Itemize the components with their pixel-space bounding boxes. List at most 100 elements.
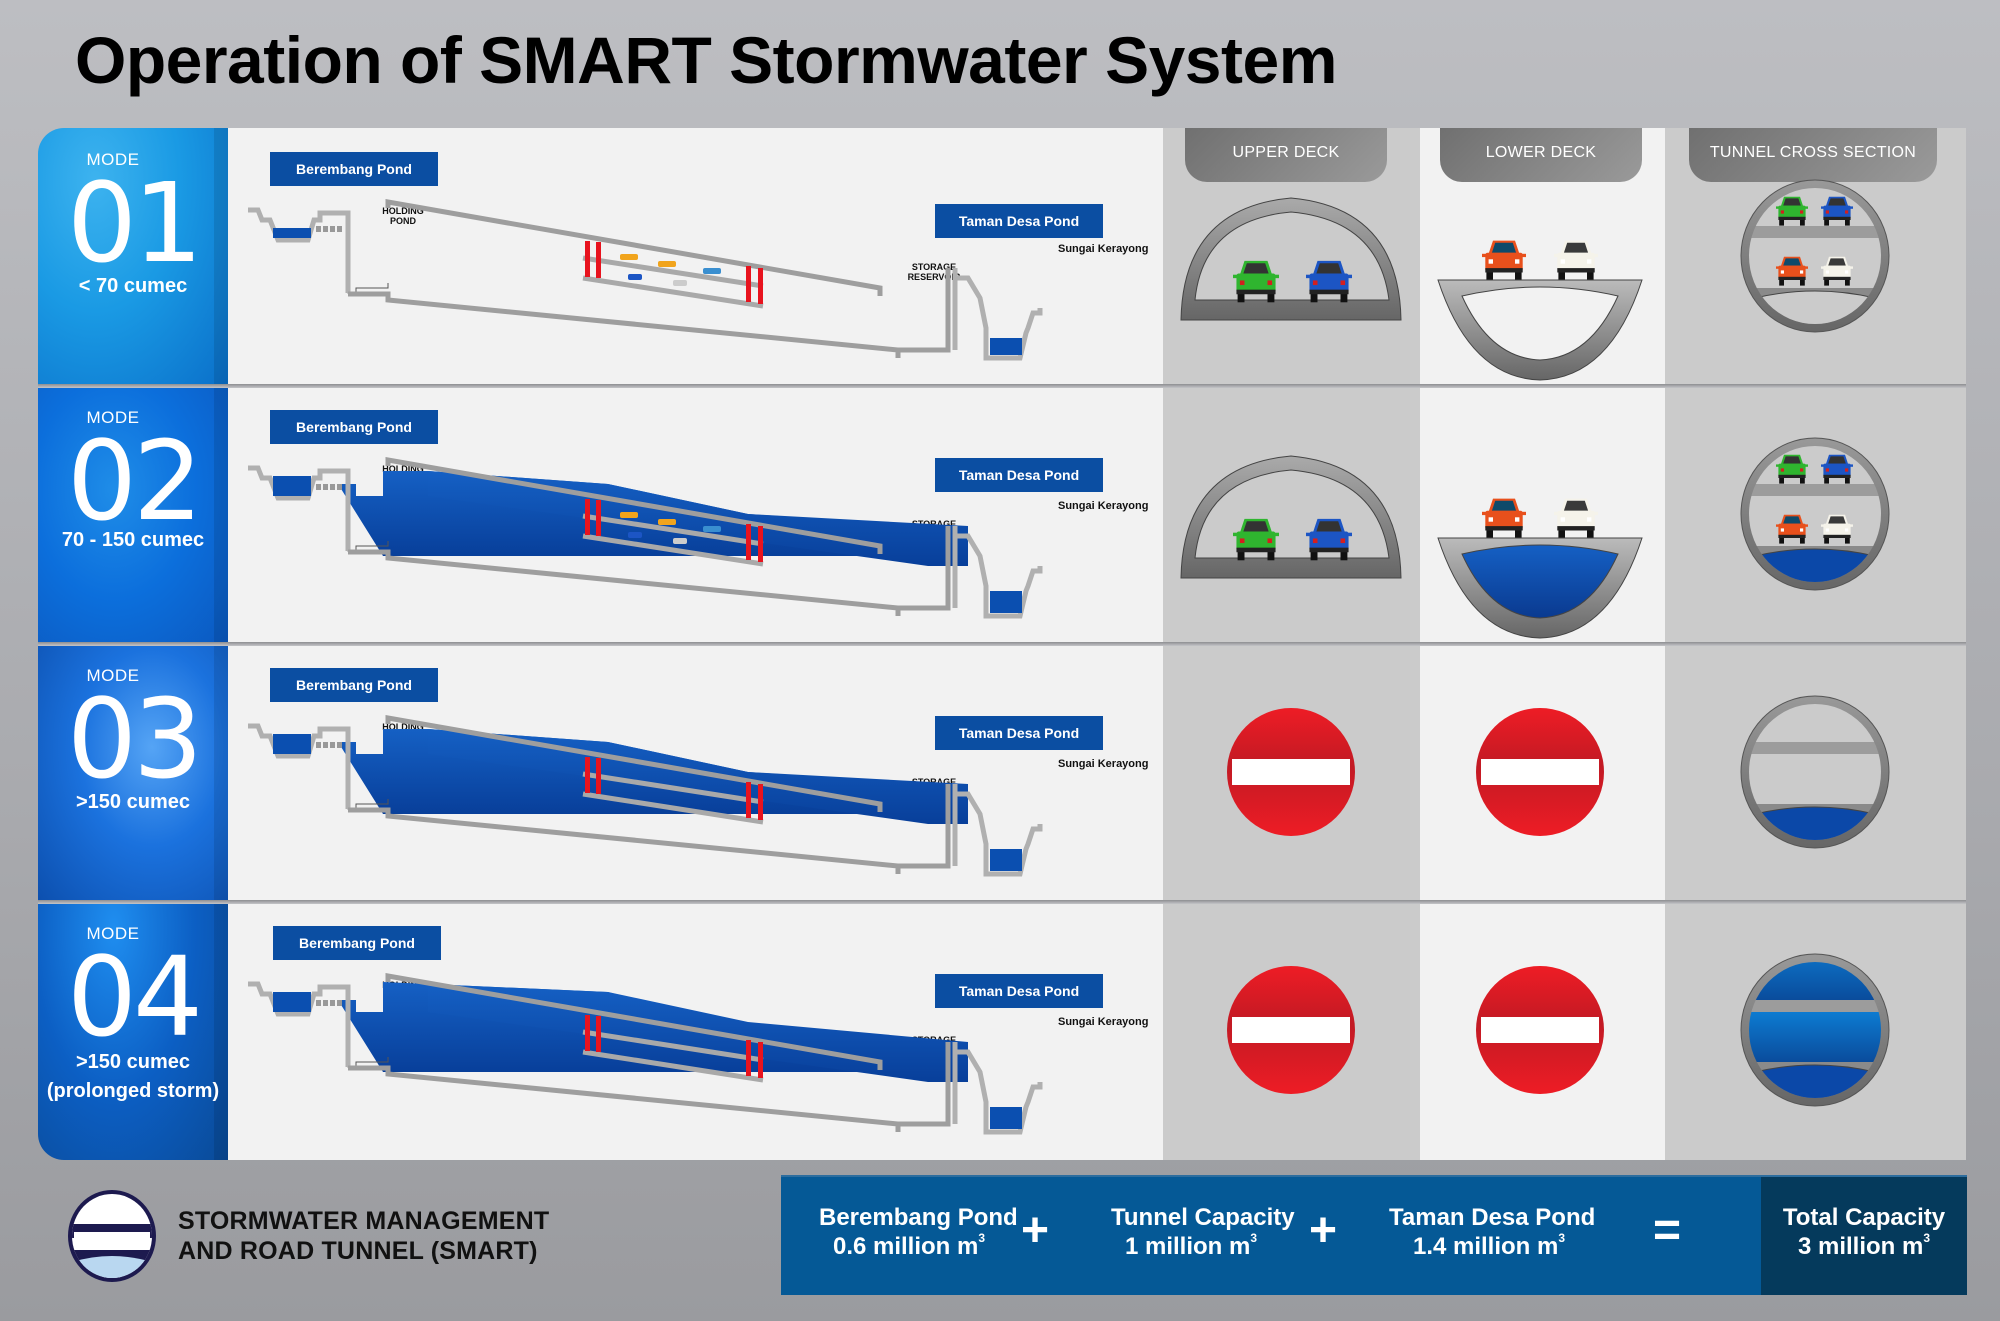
no-entry-sign-icon (1476, 966, 1604, 1094)
capacity-item-name: Taman Desa Pond (1389, 1204, 1596, 1231)
upper-deck-cell (1180, 455, 1402, 579)
capacity-total-text: Total Capacity 3 million m3 (1761, 1203, 1967, 1261)
mode-badge: MODE 01 < 70 cumec (38, 128, 228, 386)
taman-desa-pond-label: Taman Desa Pond (935, 204, 1103, 238)
mode-number: 01 (67, 159, 203, 287)
capacity-total-name: Total Capacity (1782, 1204, 1946, 1231)
upper-deck-illustration (1180, 455, 1402, 579)
unit-superscript: 3 (978, 1231, 986, 1245)
label-line: RESERVOIR (907, 272, 961, 282)
car-icon (1482, 498, 1526, 539)
flow-note-text: (prolonged storm) (46, 1080, 220, 1102)
berembang-pond-label: Berembang Pond (270, 668, 438, 702)
mode-row-04: MODE 04 >150 cumec (prolonged storm) Ber… (38, 902, 1966, 1160)
row-divider (38, 900, 1966, 904)
tunnel-traffic (620, 512, 721, 544)
unit-superscript: 3 (1923, 1231, 1931, 1245)
mode-label: MODE (86, 924, 140, 943)
lower-deck-cell (1476, 966, 1604, 1094)
car-icon (1233, 260, 1279, 303)
tunnel-profile-svg (248, 199, 1043, 361)
tunnel-profile-diagram: Berembang Pond HOLDING POND Taman Desa P… (228, 386, 1163, 644)
header-tunnel-cross-section: TUNNEL CROSS SECTION (1689, 128, 1937, 182)
capacity-item-value: 1 million m (1124, 1233, 1251, 1260)
row-divider (38, 642, 1966, 646)
berembang-pond-structure (248, 981, 389, 1068)
header-lower-deck: LOWER DECK (1440, 128, 1642, 182)
upper-deck-cell (1227, 966, 1355, 1094)
mode-row-02: MODE 02 70 - 150 cumec Berembang Pond HO… (38, 386, 1966, 644)
header-upper-deck: UPPER DECK (1185, 128, 1387, 182)
no-entry-sign-icon (1476, 708, 1604, 836)
equals-sign: = (1653, 1204, 1682, 1257)
mode-flow-rate: 70 - 150 cumec (38, 526, 228, 555)
label-line: HOLDING (382, 464, 424, 474)
tunnel-cross-section-illustration (1740, 437, 1890, 591)
taman-desa-pond-structure (952, 268, 1043, 361)
river-label: Sungai Kerayong (1058, 500, 1149, 512)
road-decks (582, 1015, 764, 1083)
tunnel-floor (348, 784, 951, 874)
flow-rate-text: >150 cumec (76, 1051, 190, 1073)
mode-flow-rate: < 70 cumec (38, 272, 228, 301)
mode-number: 02 (67, 417, 203, 545)
tunnel-cross-section-illustration (1740, 953, 1890, 1107)
capacity-taman-desa: Taman Desa Pond 1.4 million m3 (1389, 1203, 1596, 1261)
upper-deck-cell (1227, 708, 1355, 836)
capacity-item-value: 0.6 million m (832, 1233, 979, 1260)
mode-label: MODE (86, 408, 140, 427)
capacity-item-name: Tunnel Capacity (1111, 1204, 1295, 1231)
mode-row-03: MODE 03 >150 cumec Berembang Pond HOLDIN… (38, 644, 1966, 902)
car-icon (1306, 518, 1352, 561)
tunnel-profile-svg (248, 715, 1043, 877)
car-icon (1821, 256, 1853, 286)
car-icon (1554, 498, 1598, 539)
road-decks (582, 757, 764, 825)
capacity-item-name: Berembang Pond (819, 1204, 1018, 1231)
footer-name-line2: AND ROAD TUNNEL (SMART) (178, 1237, 538, 1265)
smart-tunnel-logo (68, 1190, 156, 1282)
capacity-total-value: 3 million m (1797, 1233, 1924, 1260)
tunnel-roof (385, 457, 883, 554)
page-title: Operation of SMART Stormwater System (75, 23, 1337, 97)
capacity-item-value: 1.4 million m (1412, 1233, 1559, 1260)
car-icon (1821, 196, 1853, 226)
car-icon (1821, 514, 1853, 544)
taman-desa-pond-structure (952, 784, 1043, 877)
capacity-summary: Berembang Pond 0.6 million m3 + Tunnel C… (781, 1175, 1967, 1295)
taman-desa-pond-label: Taman Desa Pond (935, 716, 1103, 750)
berembang-pond-structure (248, 723, 389, 810)
tunnel-profile-diagram: Berembang Pond HOLDING POND Taman Desa P… (228, 128, 1163, 386)
taman-desa-pond-label: Taman Desa Pond (935, 458, 1103, 492)
car-icon (1776, 256, 1808, 286)
plus-sign: + (1021, 1204, 1050, 1257)
taman-desa-pond-structure (952, 526, 1043, 619)
car-icon (1306, 260, 1352, 303)
row-divider (38, 384, 1966, 388)
mode-row-01: MODE 01 < 70 cumec Berembang Pond HOLDIN… (38, 128, 1966, 386)
label-line: STORAGE (911, 262, 957, 272)
car-icon (1776, 454, 1808, 484)
modes-table: UPPER DECK LOWER DECK TUNNEL CROSS SECTI… (38, 128, 1966, 1160)
tunnel-roof (385, 715, 883, 812)
car-icon (1233, 518, 1279, 561)
mode-badge: MODE 03 >150 cumec (38, 644, 228, 902)
capacity-total: Total Capacity 3 million m3 (1761, 1177, 1967, 1295)
upper-deck-cell (1180, 197, 1402, 321)
berembang-pond-label: Berembang Pond (270, 410, 438, 444)
berembang-pond-structure (248, 465, 389, 552)
unit-superscript: 3 (1250, 1231, 1258, 1245)
flow-rate-text: 70 - 150 cumec (61, 529, 205, 551)
mode-badge: MODE 02 70 - 150 cumec (38, 386, 228, 644)
river-label: Sungai Kerayong (1058, 243, 1149, 255)
cross-section-cell (1740, 953, 1890, 1107)
tunnel-roof (385, 973, 883, 1070)
capacity-tunnel: Tunnel Capacity 1 million m3 (1111, 1203, 1295, 1261)
mode-label: MODE (86, 666, 140, 685)
cross-section-cell (1740, 437, 1890, 591)
tunnel-cross-section-illustration (1740, 179, 1890, 333)
label-line: HOLDING (382, 206, 424, 216)
tunnel-profile-diagram: Berembang Pond HOLDING POND Taman Desa P… (228, 644, 1163, 902)
tunnel-profile-svg (248, 973, 1043, 1135)
berembang-pond-label: Berembang Pond (270, 152, 438, 186)
